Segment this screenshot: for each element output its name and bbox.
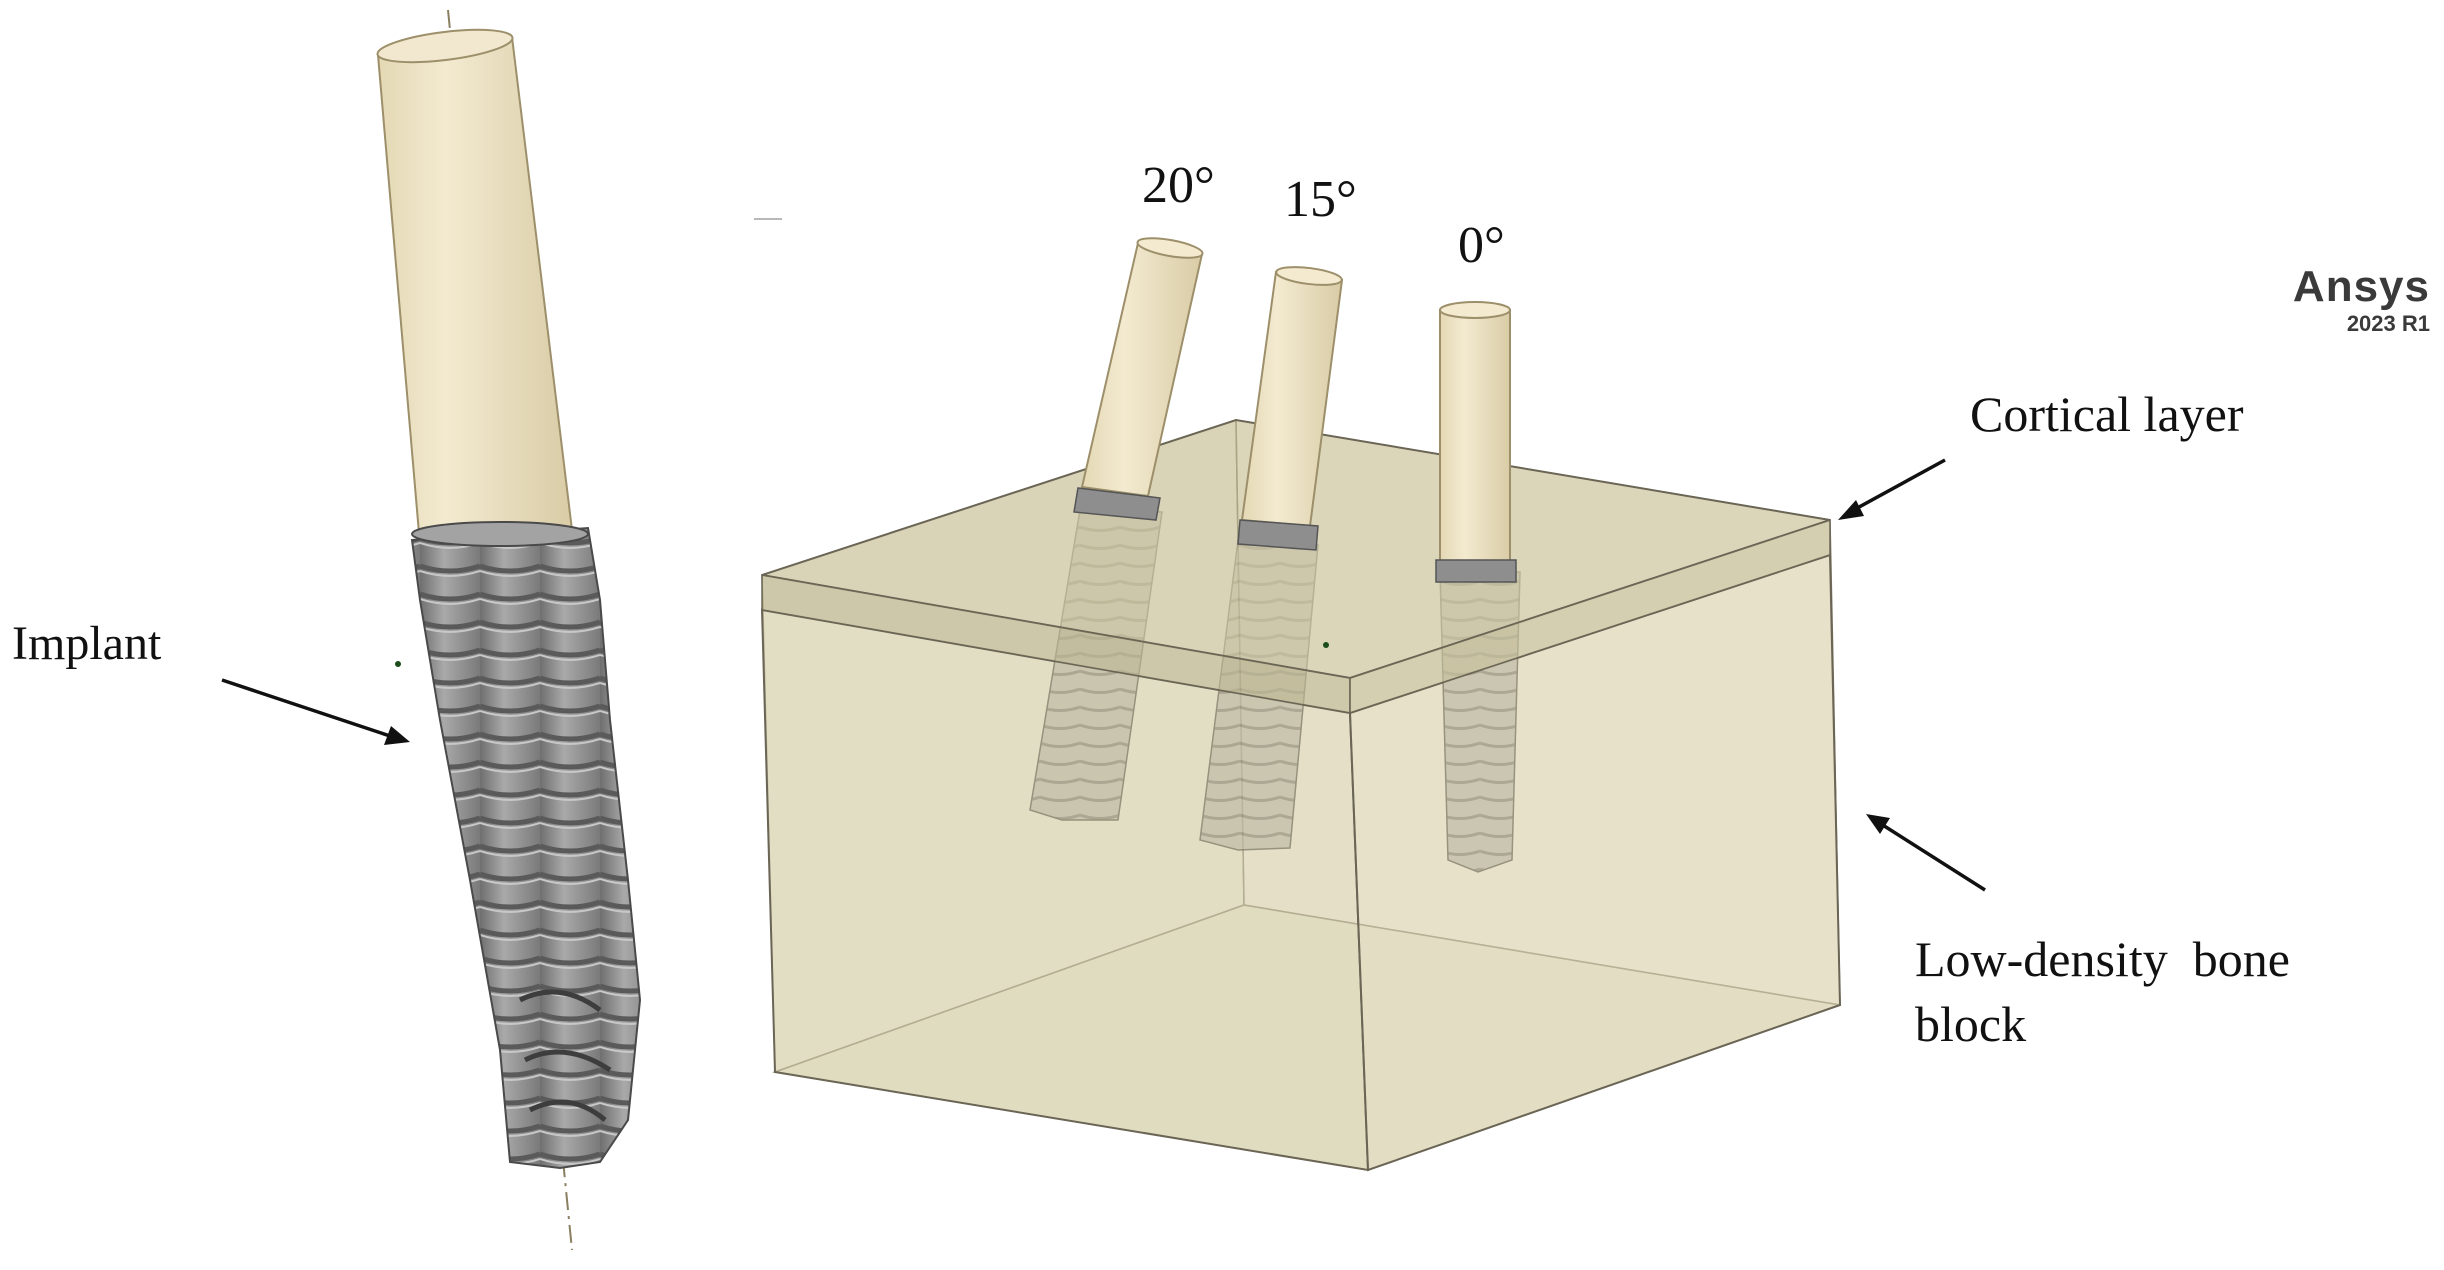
cylinder-15deg <box>1237 266 1344 551</box>
bone-block-label-line1: Low-density bone <box>1915 931 2290 987</box>
reference-dot <box>395 661 401 667</box>
implant-arrowhead <box>384 726 410 745</box>
angle-label-20: 20° <box>1142 157 1215 214</box>
cortical-arrowhead <box>1838 500 1864 520</box>
implant-abutment-cylinder <box>376 28 574 547</box>
implant-label: Implant <box>12 617 162 670</box>
cortical-layer-label: Cortical layer <box>1970 386 2244 442</box>
cylinder-0deg <box>1435 301 1517 583</box>
reference-dot-2 <box>1323 642 1329 648</box>
implant-threaded-body <box>410 521 642 1170</box>
ansys-logo-name: Ansys <box>2292 262 2430 311</box>
bone-block-label-line2: block <box>1915 996 2027 1052</box>
angle-label-15: 15° <box>1284 171 1357 228</box>
implant-model <box>376 9 642 1251</box>
ansys-logo: Ansys 2023 R1 <box>2240 262 2430 336</box>
bone-block-arrow <box>1877 820 1986 892</box>
angle-label-0: 0° <box>1458 217 1505 274</box>
bone-block-arrowhead <box>1866 814 1890 834</box>
cortical-front-right <box>1349 518 1831 715</box>
cylinder-20deg <box>1073 237 1204 521</box>
cortical-arrow <box>1849 458 1946 514</box>
ansys-logo-version: 2023 R1 <box>2346 311 2430 336</box>
implant-arrow <box>221 678 403 742</box>
